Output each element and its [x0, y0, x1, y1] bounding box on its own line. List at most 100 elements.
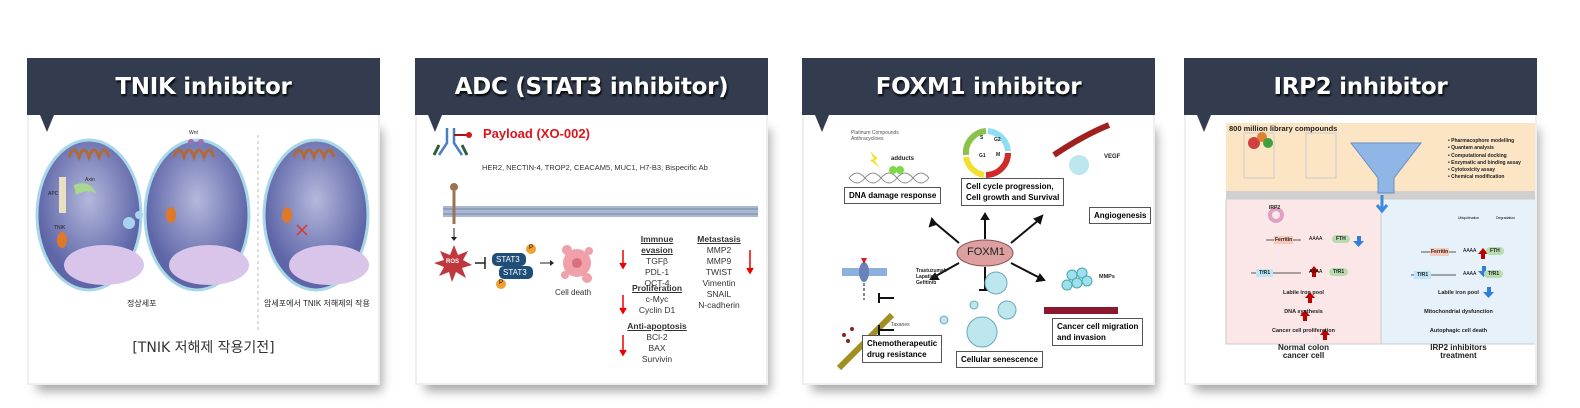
wnt-label: Wnt — [189, 130, 198, 136]
dna-icon — [848, 172, 930, 184]
polya-label: AAAA — [1463, 248, 1477, 254]
membrane — [443, 206, 758, 217]
polya-label: AAAA — [1309, 236, 1323, 242]
foxm1-label: FOXM1 — [967, 246, 1005, 258]
senescence-box: Cellular senescence — [956, 351, 1043, 368]
vegf-label: VEGF — [1104, 154, 1121, 160]
cell-cycle-icon — [962, 128, 1011, 178]
card-body: Platinum Compounds Anthracyclines adduct… — [802, 115, 1155, 385]
phase-s-label: S — [980, 135, 984, 141]
card-adc: ADC (STAT3 inhibitor) Payload (XO-002) H… — [415, 58, 768, 385]
treatment-panel — [1380, 198, 1535, 345]
funnel-icon — [1349, 142, 1423, 194]
card-irp2: IRP2 inhibitor 800 million library compo… — [1184, 58, 1537, 385]
card-title: ADC (STAT3 inhibitor) — [415, 58, 768, 115]
card-title: IRP2 inhibitor — [1184, 58, 1537, 115]
phase-g2-label: G2 — [994, 137, 1001, 143]
phospho-label: P — [499, 280, 504, 286]
anthracyclines-label: Anthracyclines — [851, 136, 884, 142]
card-foxm1: FOXM1 inhibitor Platinum Compounds Anthr… — [802, 58, 1155, 385]
down-arrows — [1353, 236, 1494, 298]
card-body: Payload (XO-002) HER2, NECTIN-4, TROP2, … — [415, 115, 768, 385]
axin-label: Axin — [85, 177, 95, 183]
tnik-mechanism-diagram — [35, 135, 370, 333]
taxanes-label: Taxanes — [891, 322, 910, 328]
lightning-icon — [870, 151, 880, 168]
ubiquitination-label: Ubiquitination — [1458, 216, 1480, 220]
up-arrows — [1300, 248, 1488, 340]
ros-label: ROS — [446, 259, 460, 265]
platinum-label: Platinum Compounds — [851, 130, 899, 136]
tnik-inhibited-cell — [262, 138, 370, 292]
irp2-label: IRP2 — [1269, 205, 1281, 211]
methods-list: • Pharmacophore modelling• Quantam analy… — [1448, 138, 1521, 181]
stat3-block — [492, 253, 526, 266]
adc-diagram — [432, 128, 758, 357]
tfr1-protein-label: TfR1 — [1484, 270, 1504, 278]
cell-cycle-box: Cell cycle progression,Cell growth and S… — [961, 178, 1065, 206]
ferritin-label: Ferritin — [1274, 236, 1294, 244]
phase-m-label: M — [996, 152, 1001, 158]
apc-label: APC — [48, 191, 59, 197]
card-tnik: TNIK inhibitor APC Axin TNIK Wnt 정상세포 암세… — [27, 58, 380, 385]
senescent-cells-icon — [939, 271, 1017, 348]
vessel-icon — [1052, 122, 1111, 158]
pointer-icon — [428, 115, 442, 132]
cell-death-label: Cell death — [555, 288, 592, 297]
receptor-icon — [842, 258, 887, 282]
mmps-label: MMPs — [1099, 274, 1115, 280]
payload-label: Payload (XO-002) — [483, 126, 590, 141]
cell-death-icon — [561, 245, 593, 283]
irp2-diagram — [1225, 123, 1535, 345]
tfr1-label: TfR1 — [1414, 271, 1432, 279]
angiogenesis-box: Angiogenesis — [1089, 207, 1152, 224]
degradation-label: Degradation — [1496, 216, 1516, 220]
phospho-label: P — [529, 245, 534, 251]
tfr1-protein-label: TfR1 — [1329, 268, 1349, 276]
stat3-block — [499, 266, 533, 279]
cancer-cell-label: 암세포에서 TNIK 저해제의 작용 — [264, 299, 370, 308]
ros-icon — [434, 245, 472, 282]
basement-membrane — [1044, 307, 1118, 314]
normal-cell-label: 정상세포 — [127, 299, 157, 308]
axin-shape — [74, 183, 96, 195]
antibody-icon — [432, 128, 472, 156]
fth-label: FTH — [1332, 235, 1350, 243]
pointer-icon — [1197, 115, 1211, 132]
foxm1-node — [956, 239, 1014, 267]
fth-label: FTH — [1486, 247, 1504, 255]
normal-cell — [35, 138, 144, 292]
phase-g1-label: G1 — [979, 153, 986, 159]
card-body: APC Axin TNIK Wnt 정상세포 암세포에서 TNIK 저해제의 작… — [27, 115, 380, 385]
pointer-icon — [40, 115, 54, 132]
stat3-label: STAT3 — [496, 255, 520, 264]
polya-label: AAAA — [1309, 269, 1323, 275]
card-title: TNIK inhibitor — [27, 58, 380, 115]
pathway-arrows — [928, 212, 1046, 291]
card-body: 800 million library compounds • Pharmaco… — [1184, 115, 1537, 385]
down-arrows — [619, 250, 754, 357]
tumor-cluster-icon — [1061, 267, 1093, 291]
ferritin-label: Ferritin — [1430, 248, 1450, 256]
polya-label: AAAA — [1463, 271, 1477, 277]
targets-label: HER2, NECTIN-4, TROP2, CEACAM5, MUC1, H7… — [482, 163, 708, 172]
apc-bar — [59, 177, 66, 213]
tfr1-label: TfR1 — [1256, 269, 1274, 277]
stat3-label: STAT3 — [503, 268, 527, 277]
wnt-cell — [143, 138, 251, 292]
adducts-label: adducts — [891, 156, 915, 162]
pointer-icon — [815, 115, 829, 132]
tnik-label: TNIK — [54, 225, 66, 231]
dna-damage-box: DNA damage response — [844, 187, 942, 204]
card-title: FOXM1 inhibitor — [802, 58, 1155, 115]
